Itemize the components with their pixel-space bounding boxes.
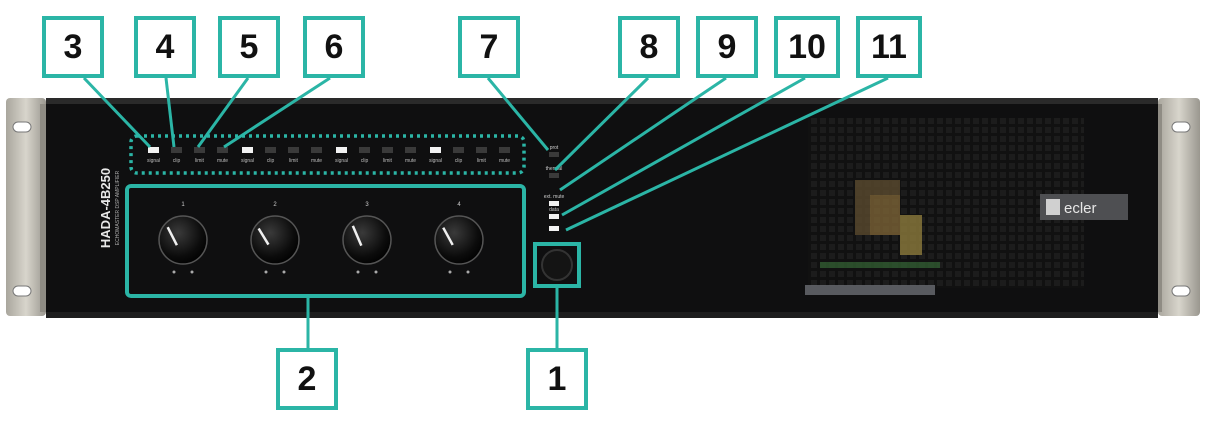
status-label: prot bbox=[550, 145, 559, 151]
status-led-3 bbox=[549, 201, 559, 206]
led-label: clip bbox=[455, 158, 463, 164]
callout-4: 4 bbox=[134, 16, 196, 78]
led-ch2-signal bbox=[242, 147, 253, 153]
volume-knob-3[interactable] bbox=[342, 215, 392, 265]
led-ch4-clip bbox=[453, 147, 464, 153]
svg-text:HADA-4B250: HADA-4B250 bbox=[98, 168, 113, 248]
led-ch4-mute bbox=[499, 147, 510, 153]
ventilation-grille bbox=[808, 118, 1084, 288]
led-ch1-limit bbox=[194, 147, 205, 153]
status-leds: prot thermal ext. mute data bbox=[544, 145, 565, 231]
callout-7: 7 bbox=[458, 16, 520, 78]
knob-pointer bbox=[166, 226, 178, 246]
callout-6: 6 bbox=[303, 16, 365, 78]
knob-min-dot bbox=[264, 270, 268, 274]
knob-group-highlight bbox=[125, 184, 526, 298]
led-ch3-limit bbox=[382, 147, 393, 153]
callout-8: 8 bbox=[618, 16, 680, 78]
led-label: mute bbox=[217, 158, 228, 164]
volume-knobs: 1 2 3 4 bbox=[158, 202, 484, 274]
status-label: thermal bbox=[546, 166, 563, 172]
led-ch1-mute bbox=[217, 147, 228, 153]
led-strip-highlight bbox=[129, 134, 526, 175]
led-label: clip bbox=[361, 158, 369, 164]
led-ch4-limit bbox=[476, 147, 487, 153]
knob-pointer bbox=[351, 225, 363, 247]
led-label: clip bbox=[173, 158, 181, 164]
led-ch3-mute bbox=[405, 147, 416, 153]
led-label: signal bbox=[147, 158, 160, 164]
left-rack-ear bbox=[6, 98, 50, 316]
led-ch4-signal bbox=[430, 147, 441, 153]
led-label: clip bbox=[267, 158, 275, 164]
status-led-1 bbox=[549, 152, 559, 157]
knob-max-dot bbox=[466, 270, 470, 274]
led-ch1-signal bbox=[148, 147, 159, 153]
model-label: HADA-4B250 ECHOMASTER DSP AMPLIFIER bbox=[98, 168, 121, 248]
knob-number: 4 bbox=[457, 202, 461, 208]
callout-9: 9 bbox=[696, 16, 758, 78]
led-label: mute bbox=[311, 158, 322, 164]
led-ch1-clip bbox=[171, 147, 182, 153]
right-rack-ear bbox=[1152, 98, 1200, 316]
knob-pointer bbox=[257, 227, 270, 246]
led-ch3-signal bbox=[336, 147, 347, 153]
svg-text:ECHOMASTER DSP AMPLIFIER: ECHOMASTER DSP AMPLIFIER bbox=[115, 170, 121, 245]
status-label: data bbox=[549, 207, 559, 213]
knob-min-dot bbox=[172, 270, 176, 274]
knob-min-dot bbox=[448, 270, 452, 274]
status-led-2 bbox=[549, 173, 559, 178]
callout-5: 5 bbox=[218, 16, 280, 78]
led-label: signal bbox=[241, 158, 254, 164]
volume-knob-4[interactable] bbox=[434, 215, 484, 265]
led-ch2-limit bbox=[288, 147, 299, 153]
led-label: signal bbox=[429, 158, 442, 164]
status-label: ext. mute bbox=[544, 194, 565, 200]
status-led-5 bbox=[549, 226, 559, 231]
channel-leds: signal clip limit mute signal clip limit mute si… bbox=[147, 147, 510, 164]
led-label: limit bbox=[289, 158, 298, 164]
knob-max-dot bbox=[374, 270, 378, 274]
led-label: limit bbox=[195, 158, 204, 164]
volume-knob-2[interactable] bbox=[250, 215, 300, 265]
callout-10: 10 bbox=[774, 16, 840, 78]
led-ch2-mute bbox=[311, 147, 322, 153]
led-ch3-clip bbox=[359, 147, 370, 153]
knob-max-dot bbox=[282, 270, 286, 274]
callout-2: 2 bbox=[276, 348, 338, 410]
brand-label: ecler bbox=[1064, 200, 1097, 217]
knob-number: 1 bbox=[181, 202, 185, 208]
led-label: limit bbox=[383, 158, 392, 164]
volume-knob-1[interactable] bbox=[158, 215, 208, 265]
led-label: mute bbox=[499, 158, 510, 164]
leader-lines bbox=[82, 76, 889, 348]
power-button[interactable] bbox=[541, 249, 573, 281]
led-label: signal bbox=[335, 158, 348, 164]
led-label: mute bbox=[405, 158, 416, 164]
knob-pointer bbox=[442, 227, 454, 246]
knob-max-dot bbox=[190, 270, 194, 274]
knob-number: 2 bbox=[273, 202, 277, 208]
callout-11: 11 bbox=[856, 16, 922, 78]
led-label: limit bbox=[477, 158, 486, 164]
callout-1: 1 bbox=[526, 348, 588, 410]
internal-components bbox=[820, 180, 940, 268]
led-ch2-clip bbox=[265, 147, 276, 153]
callout-3: 3 bbox=[42, 16, 104, 78]
knob-number: 3 bbox=[365, 202, 369, 208]
status-led-4 bbox=[549, 214, 559, 219]
knob-min-dot bbox=[356, 270, 360, 274]
